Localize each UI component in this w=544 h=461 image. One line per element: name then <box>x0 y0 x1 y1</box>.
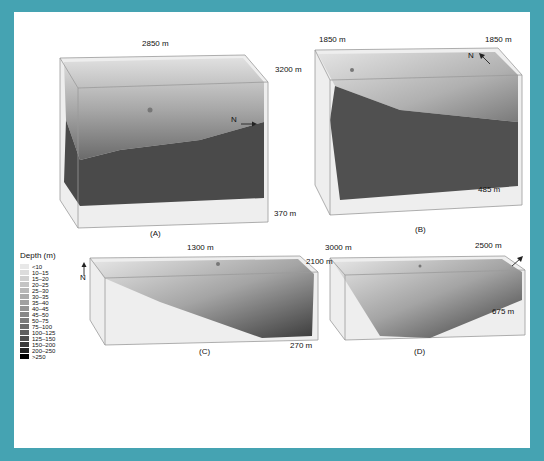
legend-swatch <box>20 294 29 299</box>
legend-swatch <box>20 300 29 305</box>
dimension-label: 3200 m <box>275 66 302 74</box>
legend-swatch <box>20 336 29 341</box>
dimension-label: 1850 m <box>485 36 512 44</box>
legend-swatch <box>20 270 29 275</box>
legend-text: 30–35 <box>32 294 49 300</box>
legend-text: 45–50 <box>32 312 49 318</box>
legend-swatch <box>20 282 29 287</box>
north-label: N <box>231 116 237 124</box>
legend-swatch <box>20 264 29 269</box>
block-d <box>330 256 525 340</box>
north-label: N <box>80 274 86 282</box>
dimension-label: 1300 m <box>187 244 214 252</box>
dimension-label: 485 m <box>478 186 500 194</box>
dimension-label: 1850 m <box>319 36 346 44</box>
legend-text: 125–150 <box>32 336 55 342</box>
legend-swatch <box>20 276 29 281</box>
panel-label: (D) <box>414 348 425 356</box>
dimension-label: 675 m <box>492 308 514 316</box>
legend-text: >250 <box>32 354 46 360</box>
legend-text: 20–25 <box>32 282 49 288</box>
legend-swatch <box>20 342 29 347</box>
dimension-label: 2850 m <box>142 40 169 48</box>
panel-label: (A) <box>150 230 161 238</box>
panel-label: (C) <box>199 348 210 356</box>
legend-text: 15–20 <box>32 276 49 282</box>
legend-text: 40–45 <box>32 306 49 312</box>
block-a <box>60 55 268 228</box>
legend-swatch <box>20 306 29 311</box>
legend-swatch <box>20 324 29 329</box>
panel-label: (B) <box>415 226 426 234</box>
legend-text: 25–30 <box>32 288 49 294</box>
dimension-label: 270 m <box>290 342 312 350</box>
legend-text: <10 <box>32 264 42 270</box>
legend-swatch <box>20 354 29 359</box>
legend-text: 50–75 <box>32 318 49 324</box>
legend-swatch <box>20 348 29 353</box>
block-b <box>315 48 522 215</box>
dimension-label: 2500 m <box>475 242 502 250</box>
legend-swatch <box>20 312 29 317</box>
legend-swatch <box>20 330 29 335</box>
legend-swatch <box>20 318 29 323</box>
north-label: N <box>468 52 474 60</box>
dimension-label: 3000 m <box>325 244 352 252</box>
dimension-label: 2100 m <box>306 258 333 266</box>
block-c <box>82 256 319 345</box>
legend-text: 75–100 <box>32 324 52 330</box>
legend-text: 10–15 <box>32 270 49 276</box>
legend-text: 150–200 <box>32 342 55 348</box>
legend-title: Depth (m) <box>20 252 56 260</box>
page-ground <box>14 12 530 448</box>
legend-text: 100–125 <box>32 330 55 336</box>
legend-text: 200–250 <box>32 348 55 354</box>
dimension-label: 370 m <box>274 210 296 218</box>
legend-text: 35–40 <box>32 300 49 306</box>
legend-swatch <box>20 288 29 293</box>
